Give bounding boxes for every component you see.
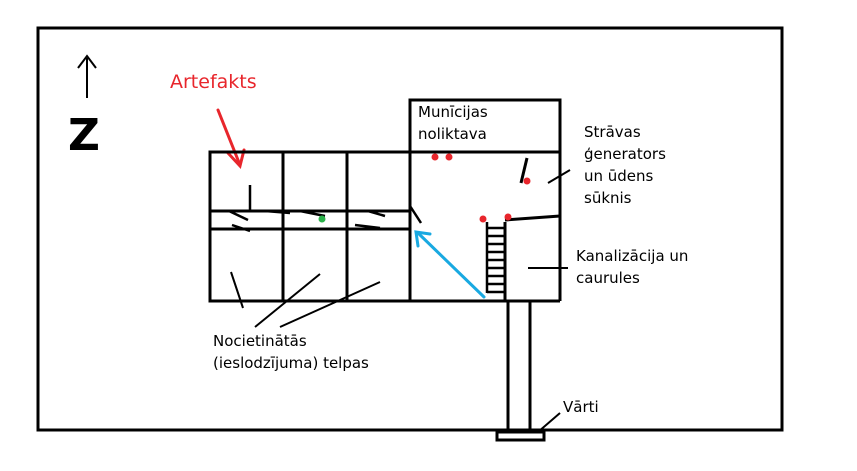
ammo-storage-label: Munīcijas noliktava — [418, 101, 488, 145]
entry-corridor — [495, 301, 546, 442]
hall-door — [408, 205, 423, 224]
cell-doors — [228, 185, 386, 233]
central-hall — [408, 150, 560, 303]
arrow-up-icon — [77, 54, 97, 98]
generator-pump-label-line: un ūdens — [584, 167, 654, 185]
cells-leader-lines — [230, 271, 381, 328]
room-leader-lines — [528, 169, 571, 433]
green-marker — [318, 215, 326, 223]
stairs — [485, 222, 507, 294]
generator-room — [504, 152, 562, 222]
artifact-label: Artefakts — [170, 71, 257, 93]
cell-block — [208, 150, 412, 303]
gate-label: Vārti — [563, 398, 599, 416]
artifact-pointer-arrow — [216, 108, 246, 170]
fortified-cells-label-line: Nocietinātās — [213, 332, 307, 350]
ammo-storage-label-line: noliktava — [418, 125, 487, 143]
route-arrow — [414, 230, 486, 299]
sewer-pipes-label-line: Kanalizācija un — [576, 247, 689, 265]
sewer-pipes-label-line: caurules — [576, 269, 640, 287]
generator-pump-label-line: ģenerators — [584, 145, 666, 163]
ammo-storage-label-line: Munīcijas — [418, 103, 488, 121]
fortified-cells-label: Nocietinātās (ieslodzījuma) telpas — [213, 330, 369, 374]
sewer-room — [505, 218, 562, 303]
sewer-pipes-label: Kanalizācija un caurules — [576, 245, 688, 289]
north-letter: Z — [68, 110, 100, 161]
map-frame — [36, 26, 784, 432]
red-markers — [431, 153, 531, 223]
generator-pump-label-line: sūknis — [584, 189, 632, 207]
generator-pump-label-line: Strāvas — [584, 123, 641, 141]
generator-pump-label: Strāvas ģenerators un ūdens sūknis — [584, 121, 666, 209]
fortified-cells-label-line: (ieslodzījuma) telpas — [213, 354, 369, 372]
